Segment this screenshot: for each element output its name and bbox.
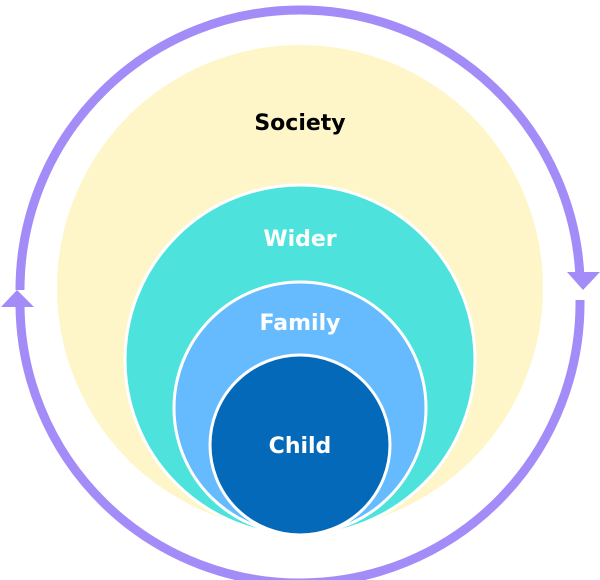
- family-label: Family: [260, 311, 341, 336]
- child-label: Child: [269, 434, 332, 459]
- wider-label: Wider: [263, 227, 336, 252]
- child-circle: [208, 353, 392, 537]
- society-label: Society: [254, 111, 345, 136]
- arrow-up-icon: [1, 290, 34, 307]
- arrow-down-icon: [567, 272, 600, 290]
- cycle-ring-right-half: [299, 5, 585, 279]
- cycle-ring-bottom-half: [15, 299, 585, 580]
- cycle-ring-left-half: [15, 5, 301, 291]
